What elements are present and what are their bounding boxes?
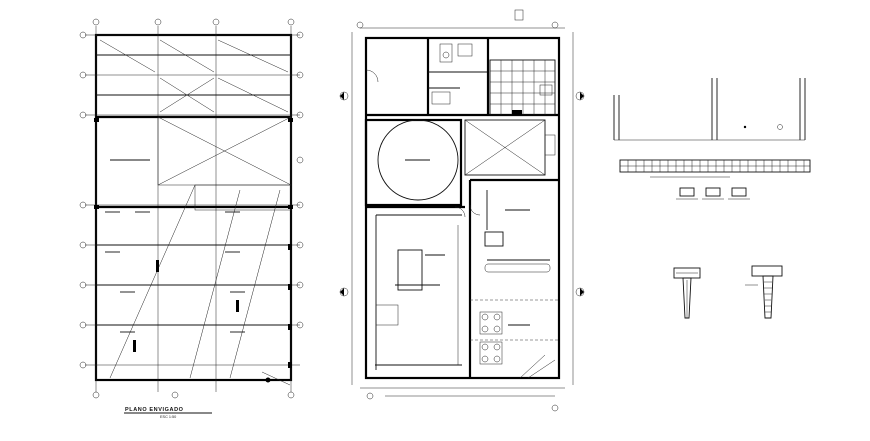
wall-elevation-detail [613,78,811,200]
plan-subtitle: ESC 1:50 [160,415,176,419]
plan-title: PLANO ENVIGADO [125,407,184,413]
architectural-floor-plan [339,9,585,412]
column-section-details [673,265,783,319]
structural-slab-plan: PLANO ENVIGADO ESC 1:50 [79,18,304,419]
